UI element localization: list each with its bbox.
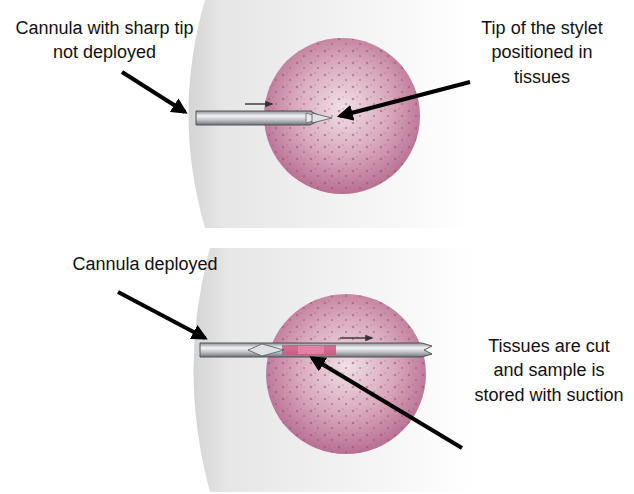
label-slot: Cannula deployed	[30, 252, 260, 276]
callout-label: Cannula deployed	[30, 252, 260, 276]
leader-arrow	[118, 292, 205, 338]
leader-arrow	[340, 82, 470, 116]
label-slot: Cannula with sharp tip not deployed	[2, 16, 207, 65]
background-tissue	[189, 0, 471, 228]
background-tissue	[194, 248, 476, 492]
tissue-sample	[298, 346, 324, 354]
cannula	[200, 343, 432, 357]
callout-label: Tissues are cut and sample is stored wit…	[474, 334, 624, 407]
stylet-tip	[248, 344, 284, 356]
tissue-sample	[282, 345, 336, 355]
lesion	[266, 294, 426, 454]
motion-arrow	[245, 103, 272, 104]
stylet-tip	[312, 113, 332, 123]
callout-label: Tip of the stylet positioned in tissues	[462, 16, 622, 89]
lesion-texture	[266, 294, 426, 454]
callout-label: Cannula with sharp tip not deployed	[2, 16, 207, 65]
leader-arrow	[312, 358, 462, 448]
bottom-panel	[118, 248, 475, 492]
label-slot: Tissues are cut and sample is stored wit…	[474, 334, 624, 407]
leader-arrow	[122, 72, 185, 112]
label-slot: Tip of the stylet positioned in tissues	[462, 16, 622, 89]
cannula	[196, 111, 324, 125]
motion-arrow	[340, 337, 372, 338]
